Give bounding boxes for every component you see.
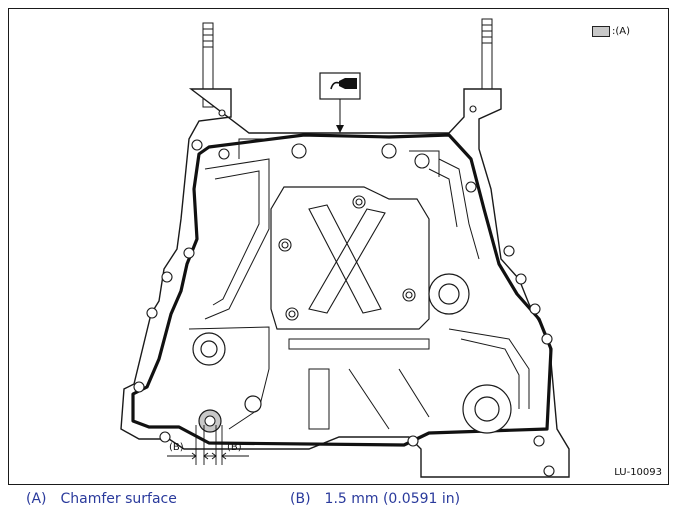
sealant-bead — [131, 133, 553, 447]
center-plate — [270, 186, 430, 330]
note-b: (B) 1.5 mm (0.0591 in) — [290, 491, 460, 507]
inner-ribs — [188, 138, 530, 430]
callout-b-left: (B) — [169, 442, 184, 453]
bolt-holes — [133, 105, 555, 477]
sealant-tube-icon — [319, 72, 361, 133]
note-a-text: Chamfer surface — [60, 491, 177, 507]
note-b-key: (B) — [290, 491, 311, 507]
legend-key: :(A) — [591, 26, 630, 37]
notes-row: (A) Chamfer surface (B) 1.5 mm (0.0591 in) — [0, 491, 679, 513]
center-cross-rib — [308, 204, 386, 314]
chamfer-boss — [198, 409, 222, 433]
note-a: (A) Chamfer surface — [26, 491, 177, 507]
note-b-text: 1.5 mm (0.0591 in) — [324, 491, 461, 507]
dimension-b-markers — [167, 425, 249, 465]
plate-bolts — [278, 195, 416, 321]
legend-key-label: :(A) — [611, 26, 630, 37]
stud-left — [202, 22, 214, 108]
note-a-key: (A) — [26, 491, 47, 507]
callout-b-right: (B) — [227, 442, 242, 453]
figure-id: LU-10093 — [614, 467, 662, 478]
figure-panel: (B) (B) :(A) LU-10093 — [8, 8, 669, 485]
large-bosses — [192, 273, 512, 434]
legend-swatch — [591, 26, 610, 37]
oil-pump-cover-drawing: (B) (B) — [120, 18, 570, 478]
